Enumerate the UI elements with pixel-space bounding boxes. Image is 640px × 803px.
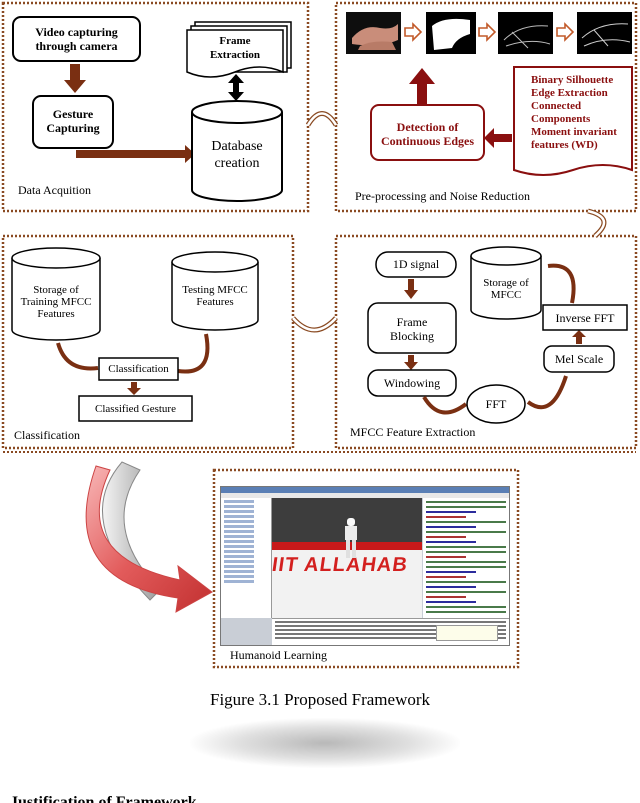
robot-icon bbox=[344, 518, 358, 560]
classified-gesture-box bbox=[78, 395, 193, 422]
database-cylinder-top bbox=[191, 100, 283, 124]
connector-right-inner bbox=[587, 209, 606, 237]
training-cylinder-top bbox=[11, 247, 101, 269]
hand-shape-2 bbox=[358, 41, 396, 50]
panel-data-acquisition bbox=[1, 1, 310, 213]
simulator-screenshot: IIT ALLAHAB bbox=[220, 486, 510, 646]
caption-shadow bbox=[190, 718, 460, 768]
arrow-signal-to-frame bbox=[404, 279, 418, 299]
edge-detection-box bbox=[370, 104, 485, 161]
edge-detection-label: Detection of Continuous Edges bbox=[380, 120, 475, 148]
arrow-frame-db bbox=[228, 74, 244, 101]
database-label: Database creation bbox=[211, 139, 263, 171]
mfcc-storage-label: Storage of MFCC bbox=[483, 277, 529, 301]
features-label: Binary Silhouette Edge Extraction Connec… bbox=[531, 74, 617, 151]
windowing-box bbox=[367, 369, 457, 397]
curve-window-to-fft bbox=[422, 395, 468, 415]
fft-ellipse bbox=[466, 384, 526, 424]
inverse-fft-label: Inverse FFT bbox=[555, 311, 615, 325]
video-capture-label: Video capturing through camera bbox=[35, 25, 118, 53]
signal-box bbox=[375, 251, 457, 278]
screenshot-popup bbox=[436, 625, 498, 641]
silhouette-shape bbox=[432, 18, 470, 50]
fft-label: FFT bbox=[485, 397, 507, 411]
frame-blocking-box bbox=[367, 302, 457, 354]
curve-ifft-to-storage bbox=[547, 263, 576, 304]
windowing-label: Windowing bbox=[383, 376, 441, 390]
data-acquisition-title: Data Acquition bbox=[18, 183, 91, 197]
database-cylinder bbox=[191, 112, 283, 202]
testing-label: Testing MFCC Features bbox=[182, 284, 248, 308]
features-doc bbox=[513, 66, 633, 176]
mel-scale-label: Mel Scale bbox=[554, 352, 604, 366]
testing-cylinder-top bbox=[171, 251, 259, 273]
screenshot-scene-tree bbox=[221, 498, 272, 618]
signal-label: 1D signal bbox=[392, 257, 440, 271]
arrow-gesture-to-db bbox=[76, 145, 195, 163]
strip-arrow-1 bbox=[404, 22, 423, 42]
screenshot-3d-view: IIT ALLAHAB bbox=[271, 498, 422, 618]
gesture-capture-box bbox=[32, 95, 114, 149]
training-label: Storage of Training MFCC Features bbox=[20, 284, 92, 320]
classification-label: Classification bbox=[108, 363, 169, 375]
edge-image-icon bbox=[498, 12, 553, 54]
final-edge-image-icon bbox=[577, 12, 632, 54]
screenshot-titlebar bbox=[221, 487, 509, 493]
figure-caption: Figure 3.1 Proposed Framework bbox=[209, 690, 431, 709]
big-curve-arrow-pink bbox=[85, 465, 213, 613]
arrow-mel-to-ifft bbox=[572, 330, 586, 344]
arrow-class-to-gesture bbox=[127, 382, 141, 395]
final-edge-shape bbox=[581, 23, 631, 47]
panel-mfcc bbox=[334, 234, 638, 450]
gesture-capture-label: Gesture Capturing bbox=[46, 107, 100, 135]
frame-extraction-label: Frame Extraction bbox=[209, 35, 261, 61]
big-curve-arrow-gray bbox=[102, 461, 161, 601]
training-cylinder bbox=[11, 258, 101, 341]
testing-cylinder bbox=[171, 262, 259, 331]
connector-mid-inner bbox=[292, 317, 337, 332]
humanoid-title: Humanoid Learning bbox=[230, 648, 327, 662]
strip-arrow-3 bbox=[556, 22, 575, 42]
connector-top-inner bbox=[306, 112, 338, 126]
edge-shape bbox=[503, 25, 551, 49]
classification-box bbox=[98, 357, 179, 381]
video-capture-box bbox=[12, 16, 141, 62]
frame-extraction-box bbox=[186, 29, 284, 78]
arrow-features-to-edge bbox=[484, 128, 512, 148]
panel-preprocessing bbox=[334, 1, 638, 213]
section-heading: Justification of Framework bbox=[10, 794, 197, 803]
curve-fft-to-mel bbox=[526, 375, 568, 410]
arrow-up-preprocess bbox=[409, 68, 435, 104]
classified-gesture-label: Classified Gesture bbox=[95, 403, 176, 415]
mfcc-title: MFCC Feature Extraction bbox=[350, 425, 476, 439]
strip-arrow-2 bbox=[478, 22, 497, 42]
screenshot-floor bbox=[272, 546, 422, 618]
inverse-fft-box bbox=[542, 304, 628, 331]
mfcc-storage-cylinder bbox=[470, 256, 542, 320]
screenshot-code-editor bbox=[423, 498, 509, 618]
preprocessing-title: Pre-processing and Noise Reduction bbox=[355, 189, 530, 203]
arrow-frame-to-window bbox=[404, 355, 418, 370]
arrow-down-1 bbox=[64, 64, 86, 93]
panel-humanoid bbox=[212, 468, 520, 669]
curve-training-to-class bbox=[56, 342, 99, 371]
mfcc-storage-cylinder-top bbox=[470, 246, 542, 266]
screenshot-menubar bbox=[221, 493, 509, 498]
classification-title: Classification bbox=[14, 428, 80, 442]
mel-scale-box bbox=[543, 345, 615, 373]
frame-blocking-label: Frame Blocking bbox=[390, 315, 434, 343]
hand-shape bbox=[352, 24, 398, 46]
panel-classification bbox=[1, 234, 295, 450]
curve-testing-to-class bbox=[177, 333, 210, 374]
